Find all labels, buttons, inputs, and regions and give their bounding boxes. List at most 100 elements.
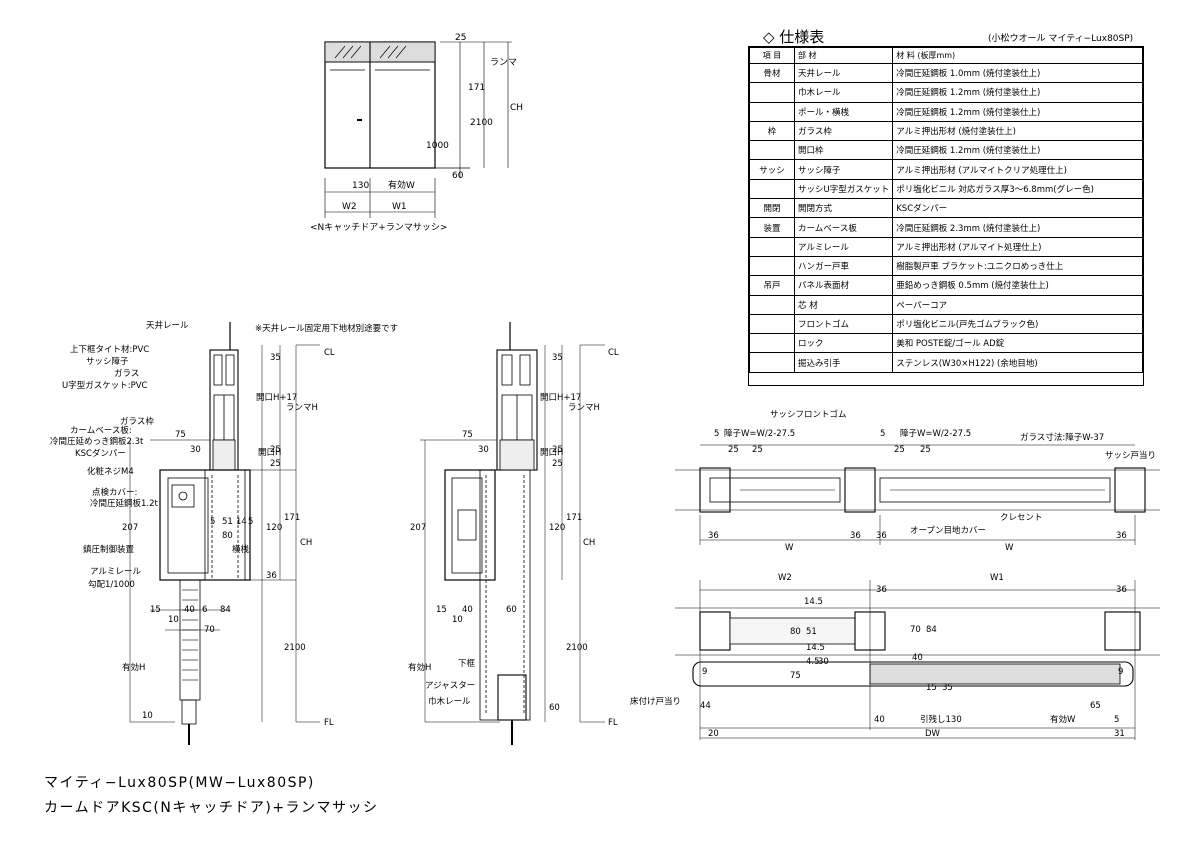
- spec-cell-part: ポール・横桟: [793, 101, 894, 122]
- label-sash-front-rubber: サッシフロントゴム: [770, 409, 847, 420]
- spec-row: サッシサッシ障子アルミ押出形材 (アルマイトクリア処理仕上): [749, 159, 1143, 180]
- elev-dim-1000: 1000: [426, 141, 449, 151]
- spec-cell-part: 巾木レール: [793, 82, 894, 103]
- ls-dim-207: 207: [122, 523, 138, 533]
- spec-cell-group: [749, 352, 795, 373]
- rs-dim-35: 35: [552, 353, 563, 363]
- pb-dim-14-5b: 14.5: [806, 643, 825, 653]
- spec-cell-material: 冷間圧延鋼板 1.2mm (焼付塗装仕上): [892, 140, 1143, 161]
- spec-row: 骨材天井レール冷間圧延鋼板 1.0mm (焼付塗装仕上): [749, 62, 1143, 84]
- pt-dim-w2: W: [1005, 543, 1014, 553]
- rs-ranma-h: ランマH: [568, 403, 600, 413]
- spec-subtitle: (小松ウオール マイティ−Lux80SP): [988, 34, 1134, 44]
- ls-cross-bar: 横桟: [232, 544, 250, 555]
- ls-effective-h: 有効H: [122, 662, 145, 673]
- pb-dim-35: 35: [942, 683, 953, 693]
- pt-dim-5a: 5: [714, 429, 719, 439]
- rs-dim-40: 40: [462, 605, 473, 615]
- spec-cell-part: ガラス枠: [793, 120, 894, 142]
- pt-dim-w1: W: [785, 543, 794, 553]
- elev-dim-171: 171: [468, 83, 485, 93]
- spec-row: ハンガー戸車樹脂製戸車 ブラケット:ユニクロめっき仕上: [749, 255, 1143, 277]
- pb-dim-80: 80: [790, 627, 801, 637]
- ls-dim-25a: 25: [270, 445, 281, 455]
- pb-dim-65: 65: [1090, 701, 1101, 711]
- spec-cell-material: 樹脂製戸車 ブラケット:ユニクロめっき仕上: [892, 255, 1143, 277]
- rs-dim-15: 15: [436, 605, 447, 615]
- elev-ranma: ランマ: [490, 57, 517, 68]
- spec-cell-group: [749, 255, 795, 277]
- ls-fl: FL: [324, 718, 334, 728]
- spec-cell-group: 骨材: [749, 62, 795, 84]
- pb-dim-dw: DW: [925, 729, 941, 739]
- pt-dim-25b: 25: [752, 445, 763, 455]
- label-glass-size: ガラス寸法:障子W-37: [1020, 432, 1104, 443]
- spec-header-part: 部 材: [793, 47, 894, 64]
- spec-cell-material: アルミ押出形材 (焼付塗装仕上): [892, 120, 1143, 142]
- spec-cell-material: ポリ塩化ビニル(戸先ゴムブラック色): [892, 313, 1143, 335]
- pb-dim-36b: 36: [1116, 585, 1127, 595]
- label-inspection-material: 冷間圧延鋼板1.2t: [90, 498, 159, 509]
- label-inspection-cover: 点検カバー:: [92, 487, 137, 498]
- spec-cell-group: [749, 313, 795, 335]
- spec-cell-part: 天井レール: [793, 62, 894, 84]
- pb-dim-31: 31: [1114, 729, 1125, 739]
- label-sash-width-2: 障子W=W/2-27.5: [900, 428, 971, 439]
- rs-dim-120: 120: [549, 523, 565, 533]
- label-glass-frame: ガラス枠: [120, 416, 154, 427]
- ls-dim-25b: 25: [270, 459, 281, 469]
- spec-cell-part: カームベース板: [793, 217, 894, 238]
- ls-dim-15: 15: [150, 605, 161, 615]
- pt-dim-36c: 36: [876, 531, 887, 541]
- rs-opening-h: 開口H: [540, 448, 563, 458]
- label-sash: サッシ障子: [86, 356, 129, 367]
- rs-dim-10: 10: [452, 615, 463, 625]
- elevation-caption: <Nキャッチドア+ランマサッシ>: [310, 222, 447, 233]
- pb-dim-44: 44: [700, 701, 711, 711]
- spec-cell-group: サッシ: [749, 159, 795, 180]
- spec-row: フロントゴムポリ塩化ビニル(戸先ゴムブラック色): [749, 313, 1143, 335]
- spec-cell-part: サッシU字型ガスケット: [793, 178, 894, 200]
- spec-cell-part: 掘込み引手: [793, 352, 894, 373]
- rs-opening-h17: 開口H+17: [540, 393, 581, 403]
- rs-dim-60b: 60: [549, 703, 560, 713]
- spec-cell-material: 冷間圧延鋼板 1.2mm (焼付塗装仕上): [892, 101, 1143, 122]
- rs-dim-171: 171: [566, 513, 582, 523]
- rs-dim-75: 75: [462, 430, 473, 440]
- drawing-caption-line2: カームドアKSC(Nキャッチドア)+ランマサッシ: [44, 800, 379, 816]
- label-calm-base: カームベース板:: [70, 425, 132, 436]
- rs-dim-207: 207: [410, 523, 426, 533]
- elev-dim-60: 60: [452, 171, 464, 181]
- pb-dim-14-5a: 14.5: [804, 597, 823, 607]
- spec-cell-part: ハンガー戸車: [793, 255, 894, 277]
- ls-opening-h17: 開口H+17: [256, 393, 297, 403]
- spec-cell-material: KSCダンパー: [892, 198, 1143, 219]
- label-open-joint-cover: オープン目地カバー: [910, 525, 986, 536]
- spec-table: 項 目 部 材 材 料 (板厚mm) 骨材天井レール冷間圧延鋼板 1.0mm (…: [748, 46, 1144, 386]
- label-floor-stop: 床付け戸当り: [630, 696, 681, 707]
- label-lower-frame: 下框: [458, 658, 476, 669]
- spec-row: ポール・横桟冷間圧延鋼板 1.2mm (焼付塗装仕上): [749, 101, 1143, 122]
- label-pressure-control: 鎮圧制御装置: [83, 544, 135, 555]
- pt-dim-5b: 5: [880, 429, 885, 439]
- ls-dim-51: 51: [222, 517, 233, 527]
- spec-cell-group: [749, 236, 795, 257]
- section-left: [129, 322, 320, 745]
- pb-dim-36a: 36: [876, 585, 887, 595]
- drawing-caption-line1: マイティ−Lux80SP(MW−Lux80SP): [44, 775, 315, 791]
- spec-cell-part: フロントゴム: [793, 313, 894, 335]
- spec-cell-group: [749, 82, 795, 103]
- spec-cell-material: ポリ塩化ビニル 対応ガラス厚3〜6.8mm(グレー色): [892, 178, 1143, 200]
- elev-dim-25: 25: [455, 33, 466, 43]
- ls-ranma-h: ランマH: [286, 403, 318, 413]
- ls-dim-70: 70: [204, 625, 215, 635]
- plan-sash-view: [675, 444, 1160, 545]
- pb-dim-84: 84: [926, 625, 937, 635]
- pb-dim-70: 70: [910, 625, 921, 635]
- rs-dim-2100: 2100: [566, 643, 588, 653]
- ls-dim-5: 5: [210, 517, 215, 527]
- pt-dim-36d: 36: [1116, 531, 1127, 541]
- plan-door-view: [675, 580, 1160, 740]
- ls-dim-40: 40: [184, 605, 195, 615]
